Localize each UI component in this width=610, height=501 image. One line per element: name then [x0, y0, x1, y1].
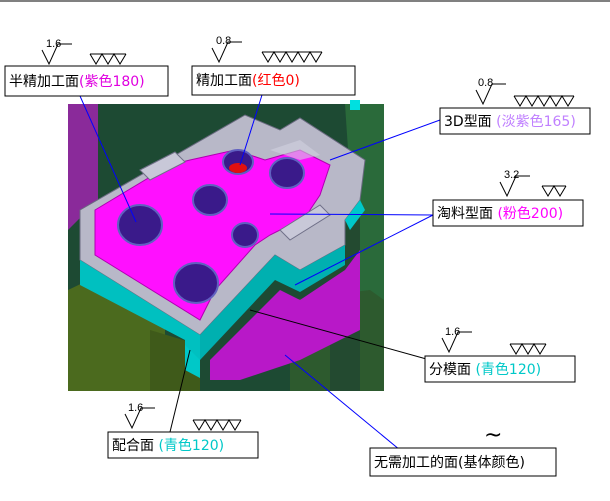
base-left-face: [68, 104, 98, 230]
grey-top-ring: [270, 140, 320, 160]
cyan-right-face: [200, 245, 345, 360]
label-semi-finish-color: (紫色180): [79, 73, 145, 90]
label-semi-finish: 半精加工面(紫色180) 1.6: [4, 38, 169, 97]
no-machining-symbol: ~: [484, 423, 502, 448]
leader-finish: [239, 94, 263, 166]
roughness-symbol-semi-finish: [41, 43, 127, 66]
cyan-corner: [350, 100, 360, 110]
magenta-top-surface: [94, 149, 331, 321]
label-no-machining-box: [369, 447, 557, 477]
leader-scrap-2: [294, 214, 434, 286]
leader-no-machining: [284, 354, 401, 451]
cyan-front-face: [80, 260, 200, 360]
magenta-lower-body: [210, 250, 360, 380]
leader-scrap-1: [269, 213, 434, 216]
hole-mid-top: [192, 184, 228, 216]
ridge-left: [139, 151, 186, 181]
label-mating-box: [107, 431, 259, 459]
roughness-finish: 0.8: [216, 35, 231, 47]
label-parting-color: (青色120): [471, 361, 541, 378]
label-3d-box: [439, 107, 591, 135]
hole-large-bottom: [173, 262, 219, 304]
leader-3d: [329, 119, 441, 161]
leader-mating: [169, 349, 191, 433]
part-model: [68, 100, 384, 391]
label-finish-color: (红色0): [252, 72, 300, 89]
label-3d-prefix: 3D型面: [444, 114, 492, 130]
label-parting-prefix: 分模面: [429, 362, 471, 378]
label-finish-prefix: 精加工面: [196, 73, 252, 89]
svg-text:3D型面 (淡紫色165): 3D型面 (淡紫色165): [444, 113, 576, 130]
label-scrap-color: (粉色200): [493, 205, 563, 222]
roughness-3d: 0.8: [478, 77, 493, 89]
roughness-scrap: 3.2: [504, 169, 519, 181]
svg-text:精加工面(红色0): 精加工面(红色0): [196, 72, 300, 89]
label-finish-box: [191, 65, 356, 96]
label-scrap-prefix: 淘料型面: [437, 206, 493, 222]
svg-text:淘料型面 (粉色200): 淘料型面 (粉色200): [437, 205, 563, 222]
leader-lines: [79, 94, 441, 451]
svg-text:配合面 (青色120): 配合面 (青色120): [112, 437, 224, 454]
svg-text:半精加工面(紫色180): 半精加工面(紫色180): [9, 73, 145, 90]
svg-text:分模面 (青色120): 分模面 (青色120): [429, 361, 541, 378]
label-no-machining-text: 无需加工的面(基体颜色): [374, 454, 525, 471]
leader-semi-finish: [79, 95, 137, 223]
label-mating-prefix: 配合面: [112, 438, 154, 454]
label-semi-finish-prefix: 半精加工面: [9, 74, 79, 90]
label-parting: 分模面 (青色120) 1.6: [424, 326, 576, 383]
hole-right: [269, 157, 305, 189]
roughness-symbol-parting: [441, 331, 547, 355]
ridge-right: [279, 204, 331, 241]
label-mating-color: (青色120): [154, 437, 224, 454]
hole-red-bottom: [229, 163, 247, 173]
roughness-symbol-3d: [475, 83, 575, 107]
leader-parting: [249, 309, 431, 361]
label-3d-color: (淡紫色165): [492, 113, 576, 130]
label-parting-box: [424, 355, 576, 383]
label-scrap: 淘料型面 (粉色200) 3.2: [432, 169, 584, 227]
label-mating: 配合面 (青色120) 1.6: [107, 402, 259, 459]
hole-small-center: [231, 222, 259, 248]
roughness-symbol-scrap: [499, 175, 567, 198]
roughness-symbol-finish: [211, 41, 323, 64]
label-no-machining: 无需加工的面(基体颜色) ~: [369, 423, 557, 477]
label-semi-finish-box: [4, 65, 169, 97]
roughness-semi-finish: 1.6: [46, 38, 61, 50]
label-3d: 3D型面 (淡紫色165) 0.8: [439, 77, 591, 135]
label-scrap-box: [432, 199, 584, 227]
label-finish: 精加工面(红色0) 0.8: [191, 35, 356, 96]
roughness-symbol-mating: [124, 407, 242, 431]
hole-large-left: [117, 204, 163, 246]
pocket-holes: [117, 149, 305, 304]
